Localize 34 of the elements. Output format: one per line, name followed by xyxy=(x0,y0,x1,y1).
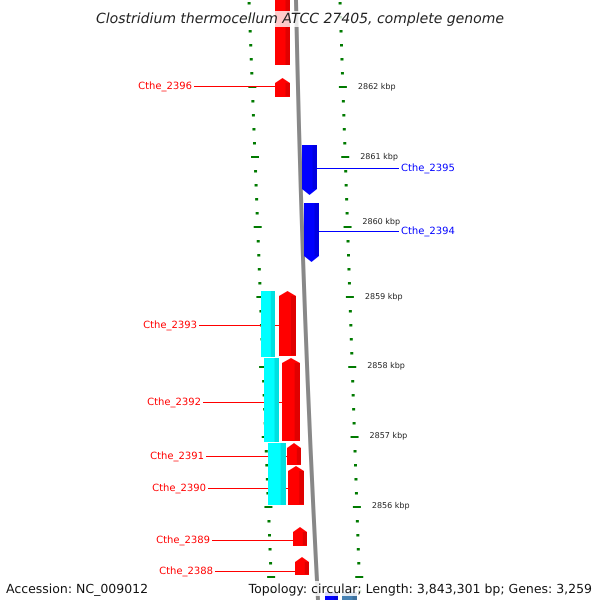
feature-bar xyxy=(261,291,275,357)
position-label: 2860 kbp xyxy=(362,217,400,227)
gene-feature xyxy=(293,527,307,546)
gene-label: Cthe_2396 xyxy=(120,81,192,93)
gene-label: Cthe_2388 xyxy=(141,566,213,578)
leader-line xyxy=(194,86,276,87)
gene-label: Cthe_2389 xyxy=(138,535,210,547)
position-label: 2862 kbp xyxy=(358,82,396,92)
gene-label: Cthe_2394 xyxy=(401,226,473,238)
gene-label: Cthe_2393 xyxy=(125,320,197,332)
genome-summary-text: Topology: circular; Length: 3,843,301 bp; Genes: 3,259 xyxy=(248,581,592,596)
accession-text: Accession: NC_009012 xyxy=(6,581,148,596)
position-label: 2861 kbp xyxy=(360,152,398,162)
gene-feature xyxy=(302,145,317,195)
feature-bar xyxy=(268,443,286,505)
position-label: 2856 kbp xyxy=(372,501,410,511)
position-label: 2858 kbp xyxy=(367,361,405,371)
leader-line xyxy=(316,168,400,169)
gene-label: Cthe_2392 xyxy=(129,397,201,409)
gene-feature xyxy=(282,358,300,441)
gene-label: Cthe_2395 xyxy=(401,163,473,175)
leader-line xyxy=(212,540,294,541)
leader-line xyxy=(318,231,400,232)
gene-feature xyxy=(279,291,296,356)
feature-bar xyxy=(264,358,279,442)
gene-feature xyxy=(304,203,319,262)
gene-label: Cthe_2391 xyxy=(132,451,204,463)
position-label: 2859 kbp xyxy=(364,292,403,302)
gene-feature xyxy=(295,557,309,575)
position-label: 2857 kbp xyxy=(370,431,408,441)
gene-label: Cthe_2390 xyxy=(134,483,206,495)
gene-feature xyxy=(275,78,290,97)
gene-feature xyxy=(287,443,301,465)
leader-line xyxy=(214,571,296,572)
